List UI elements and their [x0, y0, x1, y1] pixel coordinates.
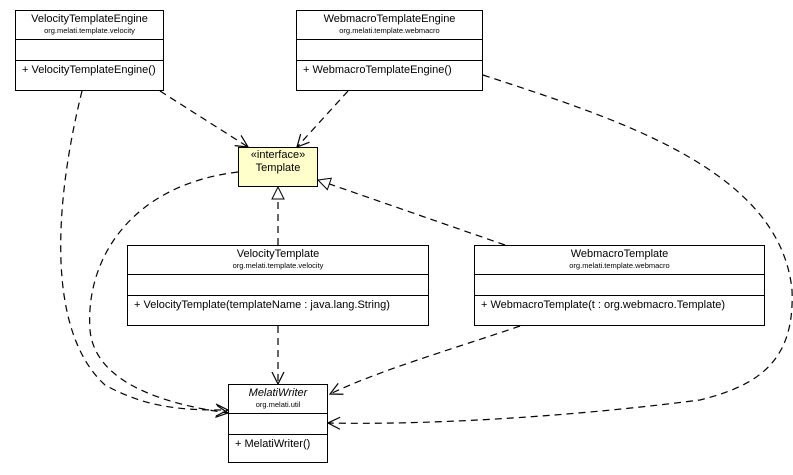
class-header: VelocityTemplate org.melati.template.vel…	[128, 246, 428, 275]
package-name: org.melati.template.webmacro	[569, 261, 670, 270]
edge-template-to-writer	[89, 171, 239, 413]
class-name: Template	[255, 162, 301, 174]
class-melati-writer[interactable]: MelatiWriter org.melati.util + MelatiWri…	[228, 384, 328, 463]
class-header: MelatiWriter org.melati.util	[229, 385, 327, 414]
class-webmacro-template-engine[interactable]: WebmacroTemplateEngine org.melati.templa…	[296, 10, 483, 91]
class-velocity-template[interactable]: VelocityTemplate org.melati.template.vel…	[127, 245, 429, 326]
stereotype-label: «interface»	[250, 149, 306, 161]
interface-template[interactable]: «interface» Template	[238, 147, 318, 187]
package-name: org.melati.template.velocity	[44, 26, 135, 35]
edge-webmacro-engine-to-writer	[328, 74, 793, 423]
edge-webmacro-engine-to-template	[297, 90, 349, 147]
attributes-compartment	[297, 40, 482, 61]
operation: + VelocityTemplateEngine()	[22, 64, 156, 76]
class-header: WebmacroTemplateEngine org.melati.templa…	[297, 11, 482, 40]
package-name: org.melati.template.webmacro	[339, 26, 440, 35]
class-name: MelatiWriter	[248, 387, 308, 399]
operation: + WebmacroTemplate(t : org.webmacro.Temp…	[481, 299, 726, 311]
attributes-compartment	[229, 414, 327, 435]
class-velocity-template-engine[interactable]: VelocityTemplateEngine org.melati.templa…	[15, 10, 164, 91]
package-name: org.melati.template.velocity	[232, 261, 324, 270]
class-webmacro-template[interactable]: WebmacroTemplate org.melati.template.web…	[474, 245, 765, 326]
attributes-compartment	[475, 275, 764, 296]
edge-velocity-engine-to-template	[159, 90, 248, 147]
class-name: WebmacroTemplate	[570, 248, 669, 260]
edge-velocity-engine-to-writer	[60, 90, 228, 410]
class-header: WebmacroTemplate org.melati.template.web…	[475, 246, 764, 275]
attributes-compartment	[128, 275, 428, 296]
class-name: VelocityTemplate	[236, 248, 320, 260]
edge-webmacro-template-to-writer	[330, 325, 521, 394]
attributes-compartment	[16, 40, 163, 61]
operation: + WebmacroTemplateEngine()	[303, 64, 452, 76]
operation: + VelocityTemplate(templateName : java.l…	[134, 299, 390, 311]
edge-webmacro-template-realizes	[318, 180, 506, 246]
package-name: org.melati.util	[255, 400, 301, 409]
class-name: WebmacroTemplateEngine	[323, 13, 456, 25]
class-header: VelocityTemplateEngine org.melati.templa…	[16, 11, 163, 40]
operation: + MelatiWriter()	[235, 438, 311, 450]
class-name: VelocityTemplateEngine	[31, 13, 148, 25]
